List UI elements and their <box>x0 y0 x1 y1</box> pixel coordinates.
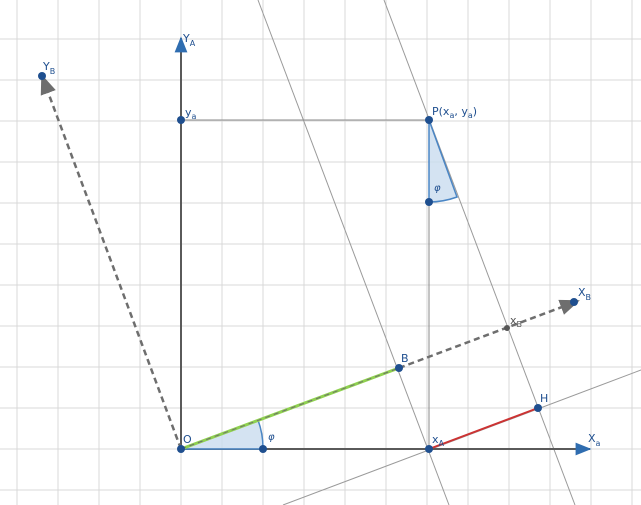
axis-y-B <box>40 74 183 450</box>
label-xA: xA <box>432 433 445 448</box>
label-axis-XB: XB <box>578 286 591 302</box>
point-B[interactable] <box>395 364 403 372</box>
point-XB-end[interactable] <box>570 298 578 306</box>
label-axis-YB: YB <box>42 60 55 76</box>
label-B: B <box>401 352 409 365</box>
point-angle-P-end[interactable] <box>425 198 433 206</box>
label-axis-YA: YA <box>182 32 196 48</box>
segment-O-B-dash <box>180 367 400 450</box>
point-YB-end[interactable] <box>38 72 46 80</box>
guide-line-right <box>383 0 576 505</box>
label-xB: xB <box>510 314 522 329</box>
label-origin: O <box>183 433 192 446</box>
guide-line-left <box>257 0 450 505</box>
point-H[interactable] <box>534 404 542 412</box>
label-angle-P: φ <box>434 183 441 194</box>
label-ya: ya <box>185 106 197 121</box>
point-O[interactable] <box>177 445 185 453</box>
label-axis-Xa: Xa <box>588 432 601 448</box>
label-angle-O: φ <box>268 432 275 443</box>
point-ya[interactable] <box>177 116 185 124</box>
point-xA[interactable] <box>425 445 433 453</box>
segment-xA-H <box>428 407 539 450</box>
point-xB[interactable] <box>504 325 510 331</box>
label-P: P(xa, ya) <box>432 105 477 120</box>
label-H: H <box>540 392 548 405</box>
axis-x-B <box>398 299 580 370</box>
point-angle-O-end[interactable] <box>259 445 267 453</box>
point-P[interactable] <box>425 116 433 124</box>
